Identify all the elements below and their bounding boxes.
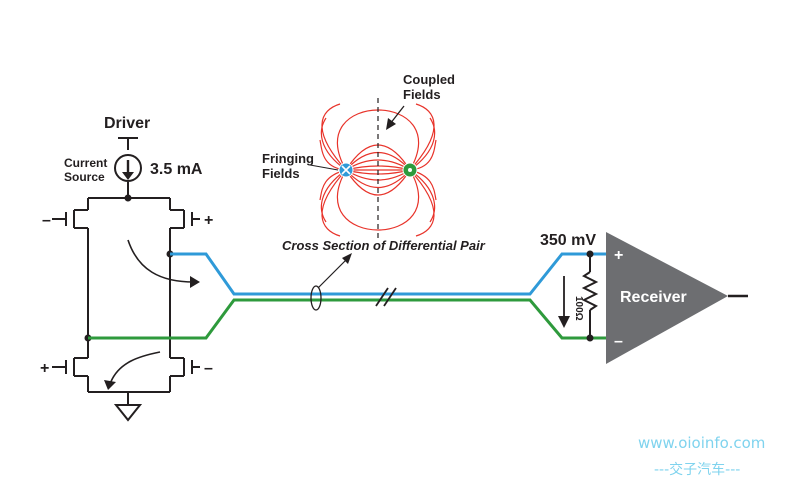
current-arrow-icon — [122, 160, 134, 180]
cross-section-arrow — [317, 257, 349, 289]
gate-polarity-plus: + — [204, 212, 213, 229]
watermark-subtitle: ---交子汽车--- — [654, 461, 740, 478]
receiver-plus-label: + — [614, 247, 623, 264]
gate-polarity-plus: + — [40, 360, 49, 377]
driver-label: Driver — [104, 115, 150, 132]
gate-leads — [52, 218, 200, 368]
resistor-label: 100Ω — [573, 296, 584, 321]
gate-polarity-minus: – — [42, 212, 51, 229]
voltage-drop-arrow — [558, 276, 570, 328]
ground-icon — [113, 404, 143, 422]
coupled-fields-label: Coupled — [403, 72, 455, 87]
fringing-pointer — [309, 164, 339, 171]
coupled-fields-label-2: Fields — [403, 87, 441, 102]
current-flow-arrow — [104, 351, 161, 390]
current-value-label: 3.5 mA — [150, 161, 203, 178]
coupled-fields-arrow — [389, 105, 405, 125]
receiver-label: Receiver — [620, 289, 687, 306]
fringing-fields-label-2: Fields — [262, 166, 300, 181]
cross-section-ring — [310, 285, 322, 311]
voltage-label: 350 mV — [540, 232, 596, 249]
fringing-fields-label: Fringing — [262, 151, 314, 166]
conductor-negative-icon — [402, 162, 418, 178]
current-flow-arrow — [127, 239, 200, 288]
watermark-url: www.oioinfo.com — [638, 434, 765, 452]
node-dot — [124, 194, 132, 202]
termination-resistor — [581, 254, 599, 338]
receiver-minus-label: – — [614, 333, 623, 350]
node-dot — [586, 334, 594, 342]
cross-section-label: Cross Section of Differential Pair — [282, 238, 486, 253]
line-break-marks — [375, 287, 397, 307]
driver-circuit — [65, 137, 193, 404]
conductor-positive-icon — [338, 162, 354, 178]
gate-polarity-minus: – — [204, 360, 213, 377]
current-source-label: Current — [64, 156, 107, 170]
current-source-label-2: Source — [64, 170, 105, 184]
negative-trace — [88, 298, 608, 340]
receiver-amplifier — [606, 232, 728, 364]
node-dot — [586, 250, 594, 258]
positive-trace — [170, 252, 608, 296]
